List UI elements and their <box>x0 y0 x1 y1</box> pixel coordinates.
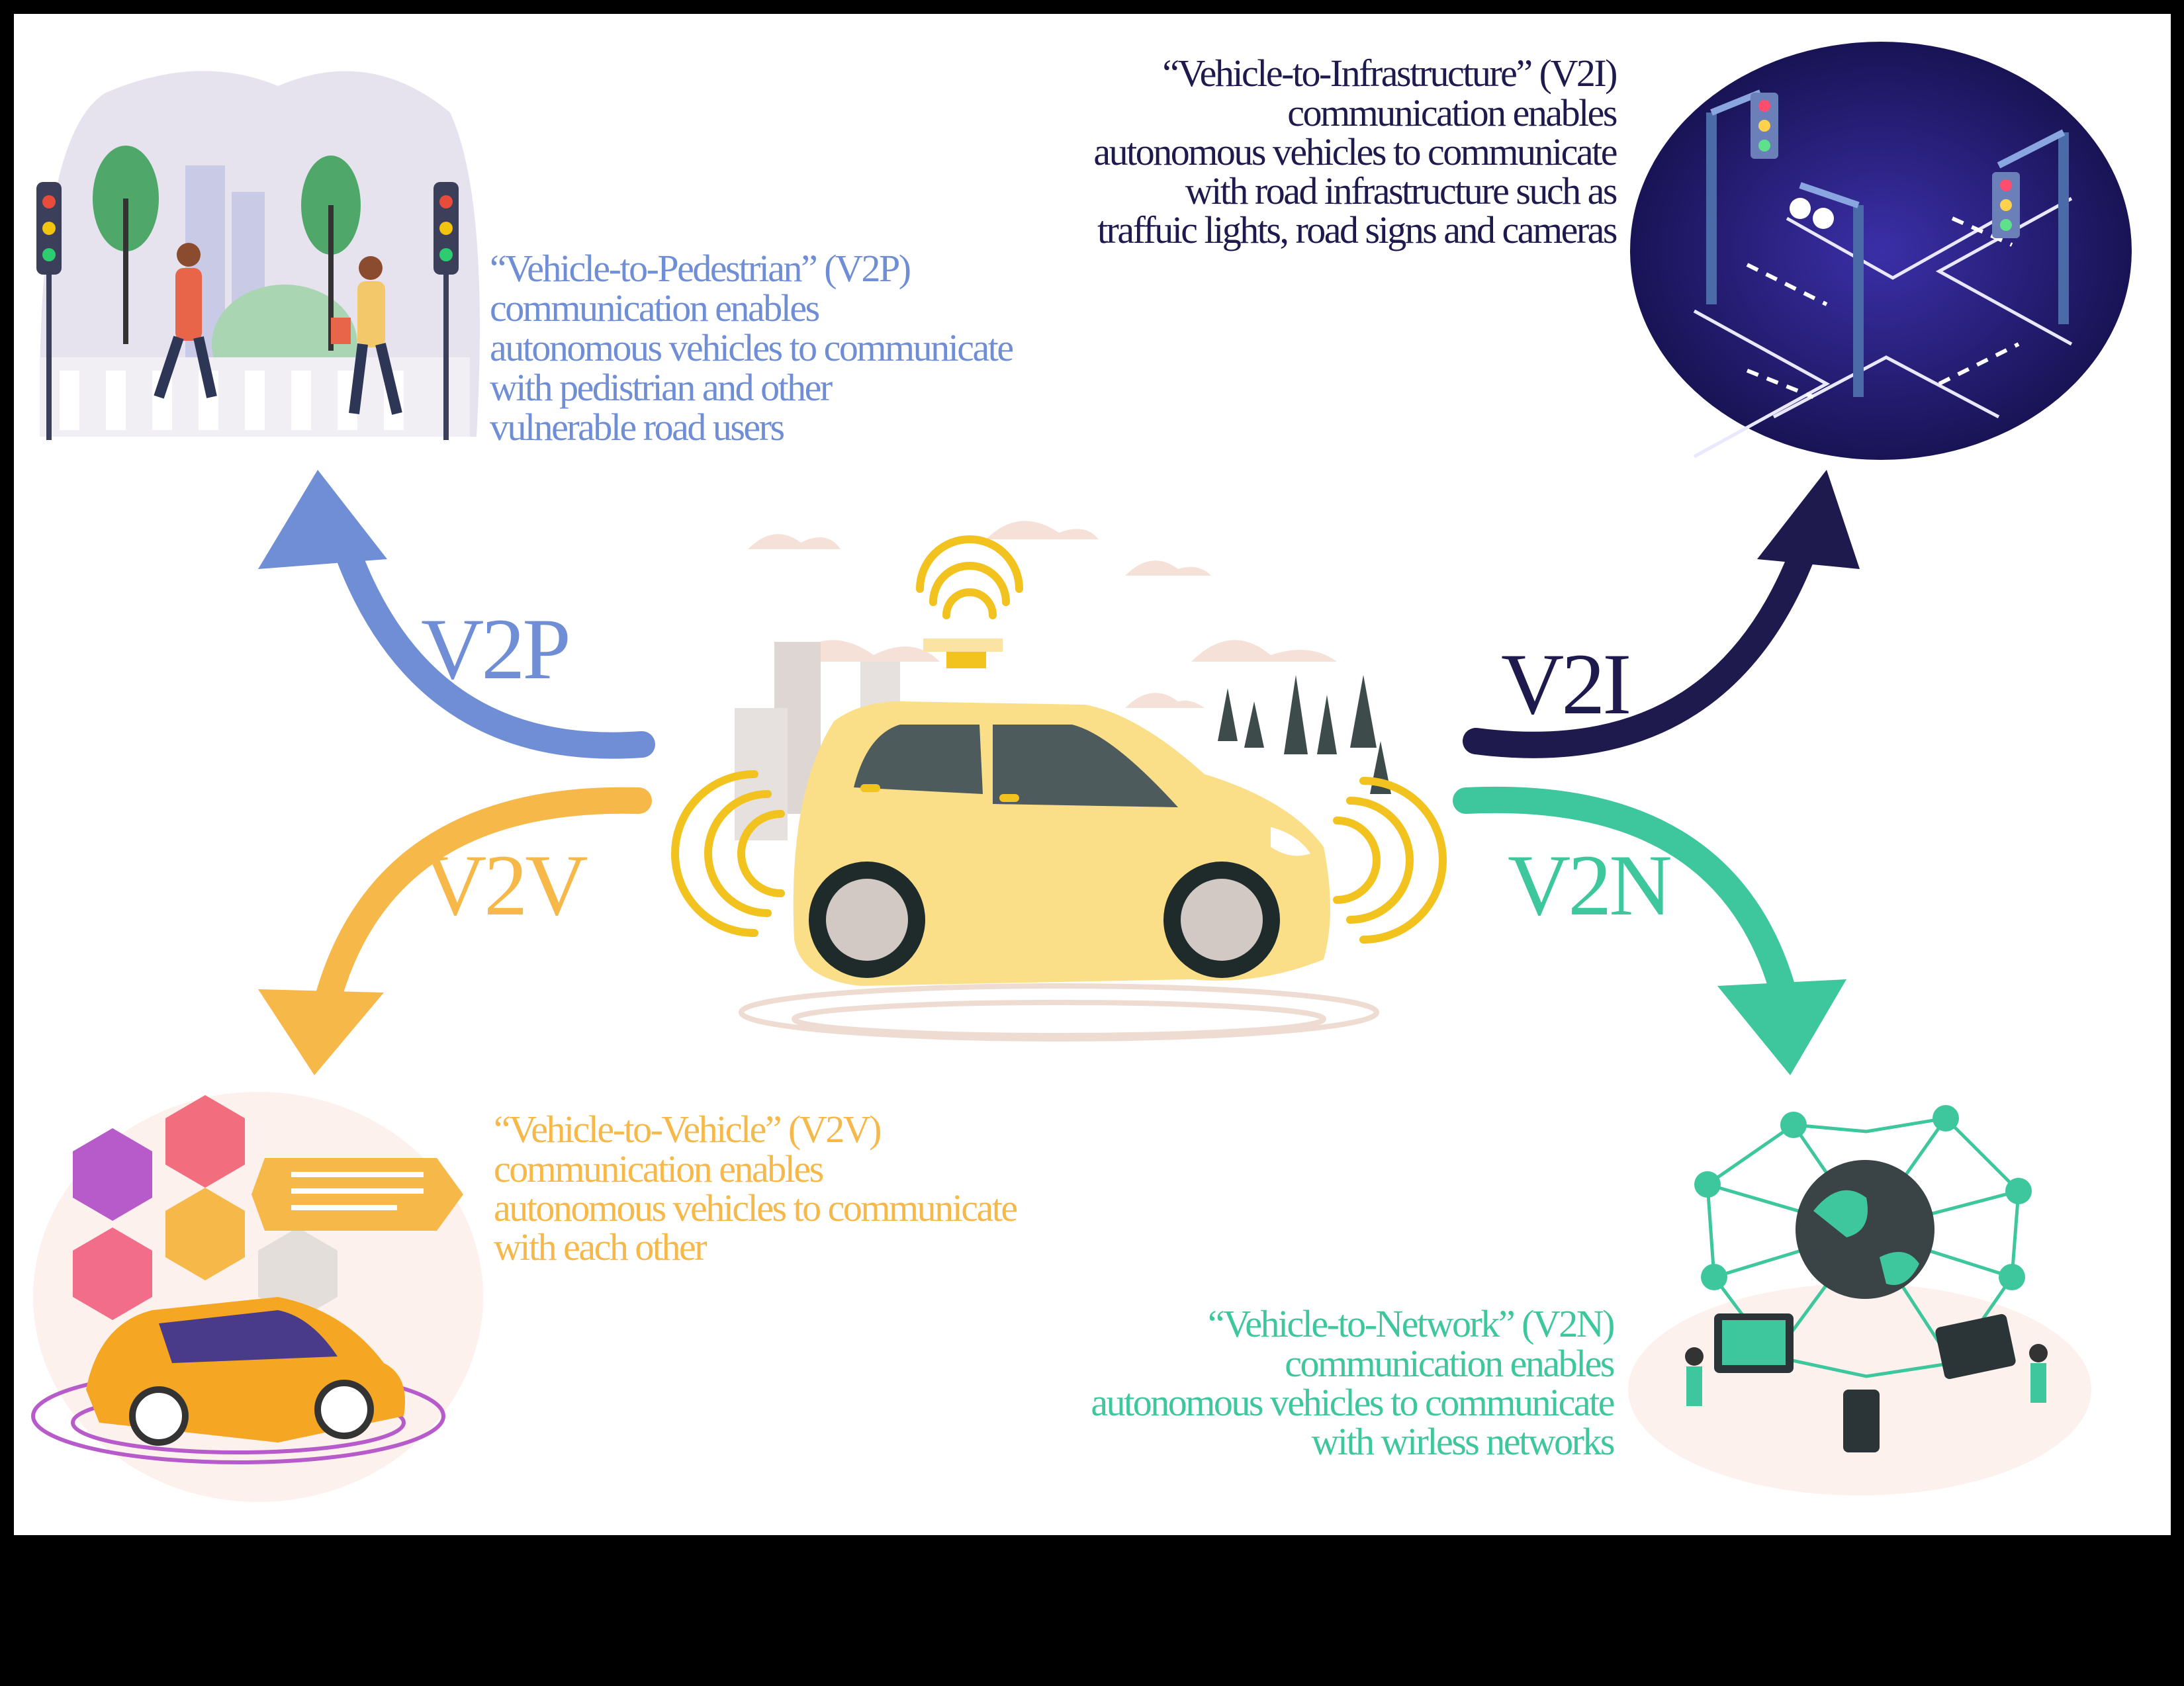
v2p-title: “Vehicle-to-Pedestrian” (V2P) <box>490 247 910 290</box>
v2n-line: autonomous vehicles to communicate <box>1091 1381 1614 1424</box>
v2v-line: communication enables <box>494 1147 823 1190</box>
v2n-line: with wirless networks <box>1311 1420 1614 1463</box>
v2v-illustration <box>31 1092 483 1502</box>
v2p-line: communication enables <box>490 287 819 330</box>
v2i-arrow <box>1463 470 1860 758</box>
v2p-line: vulnerable road users <box>490 406 784 449</box>
v2p-line: with pedistrian and other <box>490 366 833 409</box>
v2v-title: “Vehicle-to-Vehicle” (V2V) <box>494 1108 880 1151</box>
v2p-line: autonomous vehicles to communicate <box>490 326 1013 369</box>
v2v-line: autonomous vehicles to communicate <box>494 1186 1017 1229</box>
v2n-description: “Vehicle-to-Network” (V2N) communication… <box>1091 1302 1615 1463</box>
v2n-title: “Vehicle-to-Network” (V2N) <box>1208 1302 1614 1345</box>
v2p-arrow <box>258 470 655 759</box>
v2i-line: autonomous vehicles to communicate <box>1093 130 1616 173</box>
v2n-line: communication enables <box>1285 1342 1614 1385</box>
v2v-label: V2V <box>424 836 587 934</box>
v2n-arrow <box>1453 786 1846 1075</box>
v2i-line: with road infrastructure such as <box>1185 169 1617 212</box>
v2i-line: communication enables <box>1287 91 1617 134</box>
v2v-arrow <box>258 787 652 1075</box>
v2v-line: with each other <box>494 1225 707 1268</box>
v2n-illustration <box>1628 1105 2091 1495</box>
v2n-label: V2N <box>1508 836 1670 934</box>
v2p-label: V2P <box>421 600 569 697</box>
v2i-description: “Vehicle-to-Infrastructure” (V2I) commun… <box>1093 52 1618 251</box>
center-car-illustration <box>671 521 1447 1042</box>
v2i-illustration <box>1630 42 2132 460</box>
v2i-label: V2I <box>1501 635 1629 732</box>
v2v-description: “Vehicle-to-Vehicle” (V2V) communication… <box>494 1108 1019 1268</box>
v2i-title: “Vehicle-to-Infrastructure” (V2I) <box>1162 52 1616 95</box>
v2i-line: traffuic lights, road signs and cameras <box>1097 208 1617 251</box>
v2p-illustration <box>36 71 480 440</box>
v2p-description: “Vehicle-to-Pedestrian” (V2P) communicat… <box>490 247 1015 449</box>
